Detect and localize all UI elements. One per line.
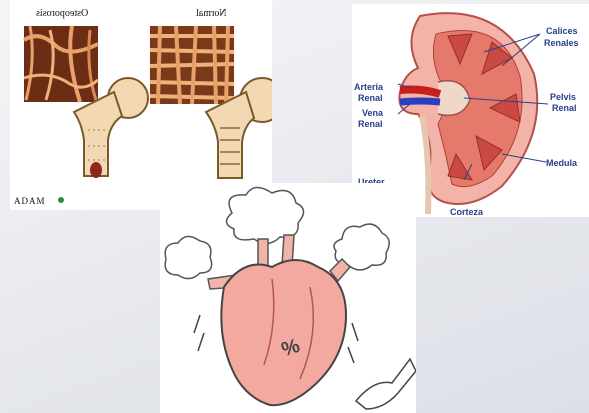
corteza-label: Corteza xyxy=(450,207,483,217)
arteria-label: Arteria xyxy=(354,82,383,92)
adam-logo-mark xyxy=(58,197,64,203)
osteoporosis-label: Osteoporosis xyxy=(36,8,88,19)
kick-foot xyxy=(356,359,416,409)
normal-label: Normal xyxy=(196,8,227,19)
vena-renal-label: Renal xyxy=(358,119,383,129)
calices-label: Calices xyxy=(546,26,578,36)
vena-label: Vena xyxy=(362,108,383,118)
pelvis-label: Pelvis xyxy=(550,92,576,102)
bone-illustration-panel: Osteoporosis Normal xyxy=(10,0,272,210)
heart-cartoon-panel: % xyxy=(160,183,416,413)
medula-label: Medula xyxy=(546,158,577,168)
pelvis-renal-label: Renal xyxy=(552,103,577,113)
adam-logo: ADAM xyxy=(14,196,46,206)
osteoporosis-tissue-image xyxy=(24,26,98,102)
renales-label: Renales xyxy=(544,38,579,48)
ureter xyxy=(422,116,428,214)
heart-body xyxy=(221,260,346,405)
renal-vein xyxy=(400,101,440,102)
renal-artery xyxy=(400,90,440,95)
heart-cartoon-drawing xyxy=(160,183,416,413)
bone-drawing xyxy=(10,0,272,210)
normal-tissue-image xyxy=(150,26,234,104)
arteria-renal-label: Renal xyxy=(358,93,383,103)
